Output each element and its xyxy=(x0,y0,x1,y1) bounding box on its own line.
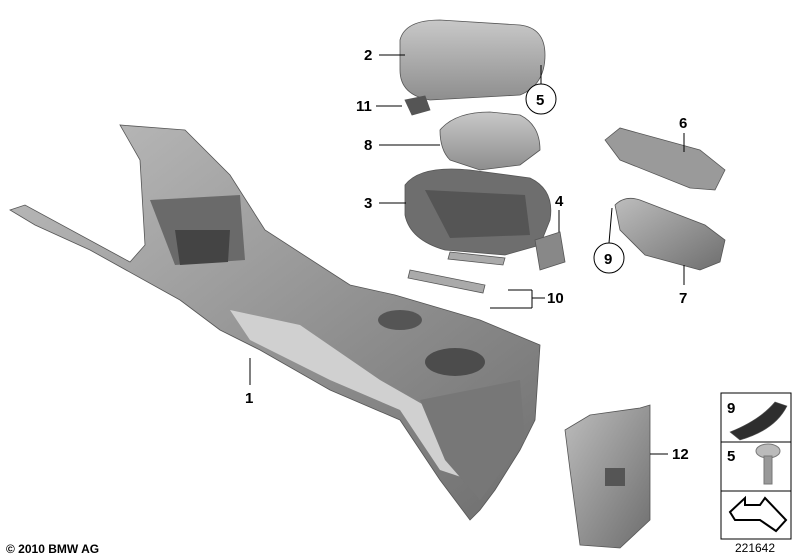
tray-part xyxy=(614,197,726,271)
legend-number-5: 5 xyxy=(727,448,735,465)
arrow-direction-icon xyxy=(728,495,788,533)
callout-4[interactable]: 4 xyxy=(555,193,564,210)
callout-9[interactable]: 9 xyxy=(604,251,612,268)
callout-12[interactable]: 12 xyxy=(672,446,689,463)
callout-10[interactable]: 10 xyxy=(547,290,564,307)
legend-box: 9 5 xyxy=(720,392,792,540)
knob-part xyxy=(404,95,431,116)
armrest-pad-part xyxy=(439,111,541,171)
leader-line xyxy=(608,207,613,244)
callout-8[interactable]: 8 xyxy=(364,137,372,154)
trim-strip-part xyxy=(447,251,506,266)
callout-11[interactable]: 11 xyxy=(356,98,372,115)
center-console-part xyxy=(9,124,541,521)
diagram-id: 221642 xyxy=(735,541,775,555)
callout-2[interactable]: 2 xyxy=(364,47,372,64)
legend-number-9: 9 xyxy=(727,400,735,417)
armrest-storage-part xyxy=(404,168,552,256)
callout-3[interactable]: 3 xyxy=(364,195,372,212)
callout-1[interactable]: 1 xyxy=(245,390,253,407)
armrest-cover-part xyxy=(399,19,546,101)
leader-bracket xyxy=(490,289,545,309)
trim-frame-part xyxy=(604,127,726,191)
curved-insert-icon xyxy=(729,401,788,441)
bracket-part xyxy=(534,231,566,271)
copyright: © 2010 BMW AG xyxy=(6,542,99,556)
screw-icon xyxy=(755,443,781,485)
callout-5[interactable]: 5 xyxy=(536,92,544,109)
trim-strip-part xyxy=(407,269,486,294)
callout-7[interactable]: 7 xyxy=(679,290,687,307)
callout-6[interactable]: 6 xyxy=(679,115,687,132)
